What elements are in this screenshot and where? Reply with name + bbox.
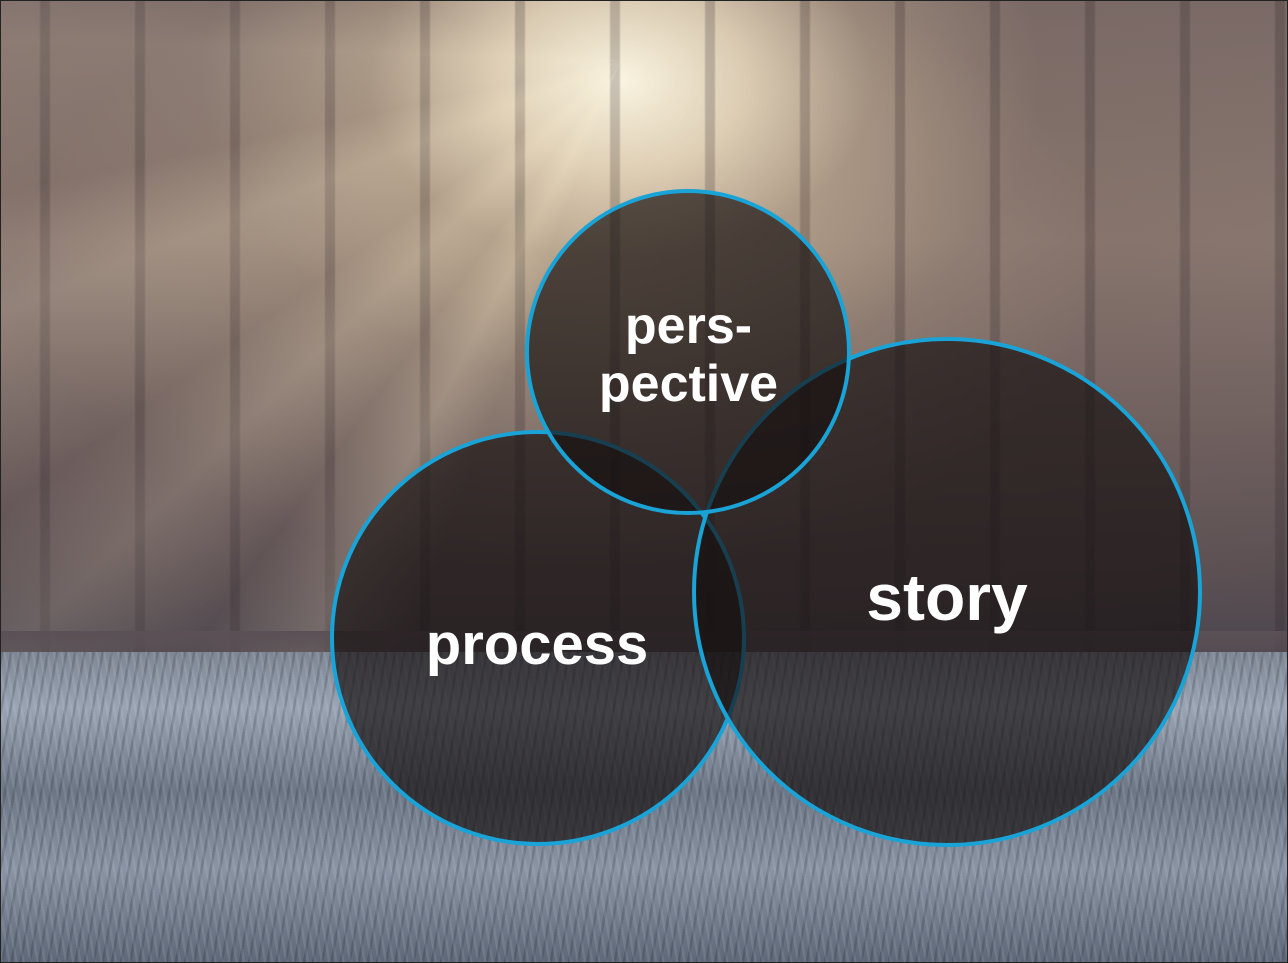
story-label: story	[866, 560, 1028, 634]
venn-circle-perspective	[525, 189, 851, 515]
venn-circle-story	[692, 337, 1202, 847]
perspective-label: pers- pective	[598, 297, 779, 414]
process-label: process	[425, 612, 649, 677]
